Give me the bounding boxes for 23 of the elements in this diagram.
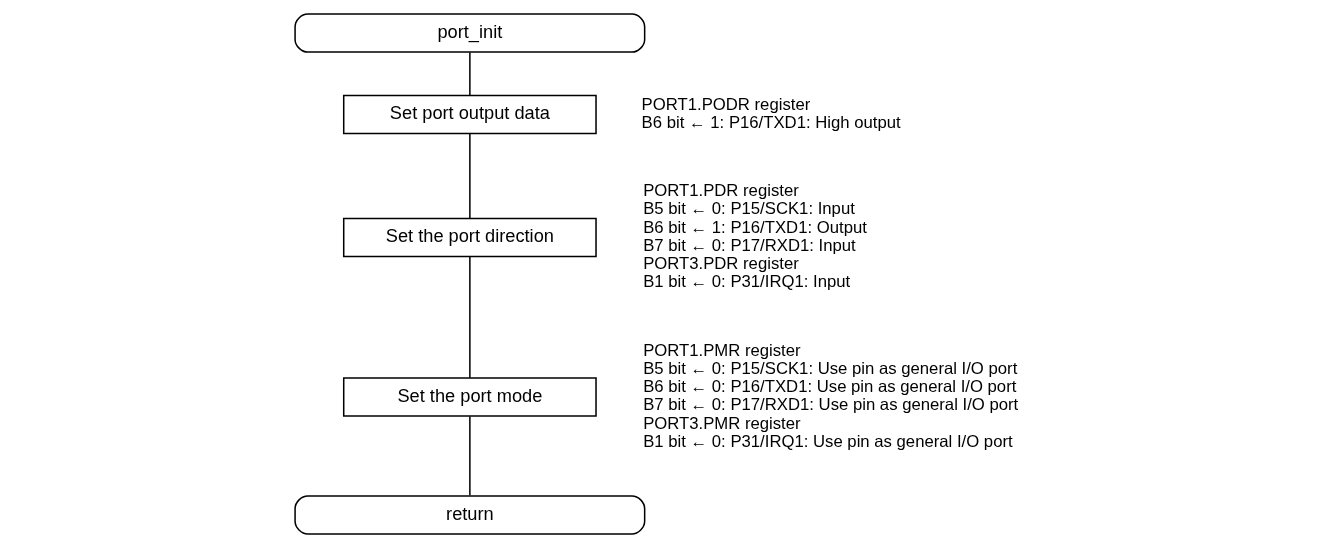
node-label: B1 bit ← 0: P31/IRQ1: Use pin as general I/O port <box>642 431 1013 451</box>
connector <box>468 415 471 496</box>
node-box: port_init <box>293 13 645 53</box>
node-label: PORT1.PODR register <box>641 94 810 114</box>
node-box: return <box>293 495 645 535</box>
node-box: Set port output data <box>342 94 597 135</box>
node-label: B7 bit ← 0: P17/RXD1: Input <box>642 235 856 255</box>
connector <box>468 256 471 379</box>
node-label: B5 bit ← 0: P15/SCK1: Input <box>642 199 855 219</box>
node-label: PORT1.PDR register <box>642 181 799 201</box>
node-label: B6 bit ← 1: P16/TXD1: Output <box>642 217 867 237</box>
node-label: PORT3.PDR register <box>642 254 799 274</box>
node-box: Set the port direction <box>342 217 597 258</box>
connector <box>468 51 471 96</box>
node-label: PORT1.PMR register <box>642 340 801 360</box>
node-box: Set the port mode <box>342 377 597 417</box>
connector <box>468 132 471 219</box>
node-label: B6 bit ← 1: P16/TXD1: High output <box>641 112 901 132</box>
node-label: B5 bit ← 0: P15/SCK1: Use pin as general I/O port <box>642 359 1017 379</box>
node-label: B1 bit ← 0: P31/IRQ1: Input <box>642 272 850 292</box>
node-label: B6 bit ← 0: P16/TXD1: Use pin as general I/O port <box>642 377 1016 397</box>
node-label: B7 bit ← 0: P17/RXD1: Use pin as general I/O port <box>642 395 1018 415</box>
node-label: PORT3.PMR register <box>642 413 801 433</box>
